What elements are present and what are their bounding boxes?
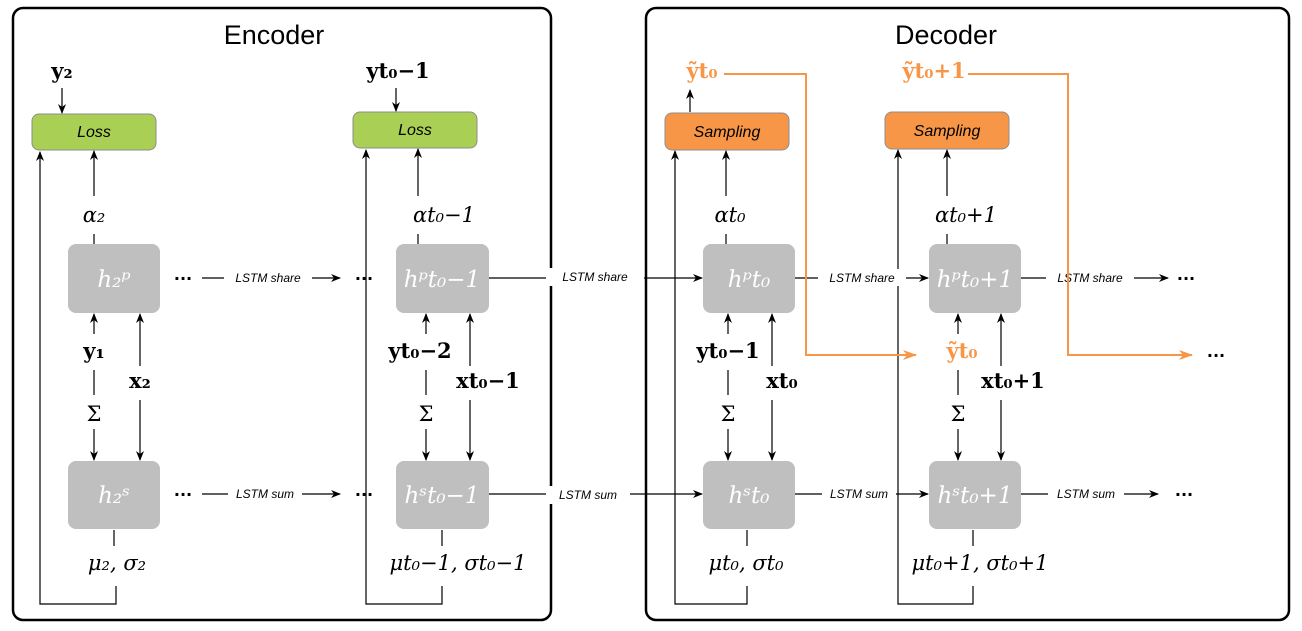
- svg-text:h₂ˢ: h₂ˢ: [98, 483, 130, 509]
- label-alpha2: α₂: [83, 203, 106, 227]
- label-sum-t0m1: Σ: [419, 402, 434, 426]
- label-sum-2: Σ: [87, 402, 102, 426]
- label-sum-t0: Σ: [721, 402, 736, 426]
- svg-text:h₂ᵖ: h₂ᵖ: [97, 267, 130, 293]
- svg-text:hᵖt₀+1: hᵖt₀+1: [937, 267, 1013, 293]
- label-y-t0m1-in: yt₀−1: [695, 338, 759, 363]
- svg-text:hˢt₀−1: hˢt₀−1: [405, 483, 480, 509]
- hidden-s-t0: hˢt₀: [703, 461, 795, 529]
- label-y2: y₂: [50, 58, 72, 83]
- feedback-loop-t0: [671, 150, 748, 605]
- sampling-label: Sampling: [914, 123, 981, 140]
- hidden-s-t0m1: hˢt₀−1: [396, 461, 489, 529]
- hidden-p-t0: hᵖt₀: [703, 244, 795, 313]
- dots-before-hp-t0m1: ···: [355, 269, 373, 288]
- label-mu-sigma-2: μ₂, σ₂: [88, 551, 146, 575]
- feedback-loop-t0p1: [894, 149, 974, 605]
- label-y1: y₁: [82, 338, 104, 363]
- loss-label: Loss: [398, 122, 432, 139]
- label-mu-sigma-t0: μt₀, σt₀: [708, 551, 784, 575]
- label-y-t0m1: yt₀−1: [365, 58, 429, 83]
- feedback-loop-2: [36, 151, 117, 605]
- hidden-p-t0m1: hᵖt₀−1: [396, 244, 489, 313]
- sample-arrow-t0: [724, 73, 917, 360]
- edge-label-sum-3: LSTM sum: [830, 487, 888, 501]
- edge-label-share-1: LSTM share: [235, 271, 301, 285]
- label-alpha-t0m1: αt₀−1: [413, 203, 475, 227]
- label-x-t0p1: xt₀+1: [981, 368, 1045, 393]
- svg-text:hˢt₀+1: hˢt₀+1: [938, 483, 1013, 509]
- label-bg: [546, 486, 630, 504]
- hidden-s-2: h₂ˢ: [68, 461, 160, 529]
- loss-box-t0m1: Loss: [352, 111, 478, 149]
- svg-text:hᵖt₀: hᵖt₀: [728, 267, 770, 293]
- label-bg: [818, 269, 906, 286]
- label-mu-sigma-t0p1: μt₀+1, σt₀+1: [912, 551, 1049, 575]
- label-x-t0: xt₀: [766, 368, 797, 393]
- loss-label: Loss: [77, 124, 111, 141]
- encoder-title: Encoder: [224, 20, 325, 50]
- sampling-box-t0: Sampling: [664, 112, 790, 151]
- label-bg: [822, 486, 896, 503]
- label-bg: [1048, 486, 1124, 503]
- edge-label-share-4: LSTM share: [1057, 271, 1123, 285]
- edge-label-sum-2: LSTM sum: [559, 488, 617, 502]
- sample-arrow-t0p1: [968, 73, 1193, 360]
- label-x2: x₂: [129, 368, 151, 393]
- label-x-t0m1: xt₀−1: [456, 368, 520, 393]
- dots-after-hs2: ···: [174, 485, 192, 504]
- label-alpha-t0p1: αt₀+1: [935, 203, 997, 227]
- label-ytilde-t0p1: ỹt₀+1: [901, 58, 965, 83]
- dots-end-bottom: ···: [1175, 485, 1193, 504]
- label-y-t0m2: yt₀−2: [387, 338, 451, 363]
- label-sum-t0p1: Σ: [951, 402, 966, 426]
- decoder-title: Decoder: [895, 20, 997, 50]
- label-ytilde-t0-in: ỹt₀: [945, 338, 977, 363]
- dots-before-hs-t0m1: ···: [355, 485, 373, 504]
- edge-label-sum-4: LSTM sum: [1057, 487, 1115, 501]
- dots-end-top: ···: [1177, 269, 1195, 288]
- label-ytilde-t0: ỹt₀: [685, 58, 717, 83]
- edge-label-sum-1: LSTM sum: [236, 487, 294, 501]
- sampling-label: Sampling: [694, 124, 761, 141]
- dots-end-sample: ···: [1207, 346, 1225, 365]
- dots-after-hp2: ···: [174, 269, 192, 288]
- edge-label-share-2: LSTM share: [562, 270, 628, 284]
- label-bg: [228, 486, 302, 503]
- label-mu-sigma-t0m1: μt₀−1, σt₀−1: [390, 551, 527, 575]
- encoder-panel: [11, 6, 553, 622]
- loss-box-2: Loss: [31, 113, 157, 151]
- hidden-s-t0p1: hˢt₀+1: [929, 461, 1021, 529]
- label-bg: [224, 269, 312, 286]
- decoder-panel: [644, 6, 1291, 622]
- svg-text:hˢt₀: hˢt₀: [728, 483, 769, 509]
- hidden-p-2: h₂ᵖ: [68, 244, 160, 313]
- edge-label-share-3: LSTM share: [829, 271, 895, 285]
- feedback-loop-t0m1: [362, 149, 443, 605]
- label-bg: [546, 268, 644, 286]
- svg-text:hᵖt₀−1: hᵖt₀−1: [404, 267, 480, 293]
- sampling-box-t0p1: Sampling: [884, 111, 1010, 150]
- hidden-p-t0p1: hᵖt₀+1: [929, 244, 1021, 313]
- label-alpha-t0: αt₀: [714, 203, 746, 227]
